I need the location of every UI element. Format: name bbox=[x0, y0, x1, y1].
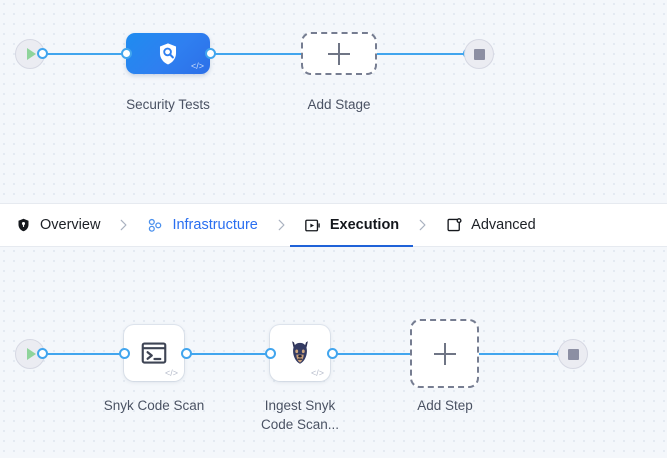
tab-infrastructure-label: Infrastructure bbox=[172, 217, 258, 233]
stage-output-port[interactable] bbox=[205, 48, 216, 59]
play-box-icon bbox=[304, 216, 322, 234]
shield-search-icon bbox=[159, 42, 177, 65]
plus-icon bbox=[328, 42, 350, 65]
code-badge-icon: </> bbox=[190, 61, 204, 71]
add-step-button[interactable] bbox=[410, 319, 479, 388]
code-badge-icon: </> bbox=[310, 368, 324, 378]
pipeline-end-node[interactable] bbox=[464, 39, 494, 69]
execution-start-output-port[interactable] bbox=[37, 348, 48, 359]
step-label-snyk-code-scan: Snyk Code Scan bbox=[103, 398, 205, 413]
tab-overview-label: Overview bbox=[40, 217, 101, 233]
edge-addstep-to-end bbox=[479, 353, 563, 355]
tab-execution-label: Execution bbox=[329, 217, 400, 233]
tab-infrastructure[interactable]: Infrastructure bbox=[132, 203, 271, 247]
stage-node-security-tests[interactable]: </> bbox=[126, 33, 210, 74]
play-icon bbox=[27, 348, 36, 360]
stop-icon bbox=[567, 348, 579, 360]
infrastructure-nodes-icon bbox=[146, 216, 164, 234]
tab-advanced-label: Advanced bbox=[471, 217, 536, 233]
stage-label-security-tests: Security Tests bbox=[126, 97, 210, 112]
play-icon bbox=[27, 48, 36, 60]
chevron-right-icon-3 bbox=[413, 216, 431, 234]
chevron-right-icon-1 bbox=[114, 216, 132, 234]
tab-overview[interactable]: Overview bbox=[0, 203, 114, 247]
code-badge-icon: </> bbox=[164, 368, 178, 378]
edge-step2-to-addstep bbox=[330, 353, 410, 355]
step-node-ingest-snyk-code-scan[interactable]: </> bbox=[270, 325, 330, 381]
add-step-label: Add Step bbox=[417, 398, 473, 413]
stop-icon bbox=[473, 48, 485, 60]
edge-start-to-step1 bbox=[40, 353, 128, 355]
step2-input-port[interactable] bbox=[265, 348, 276, 359]
stage-input-port[interactable] bbox=[121, 48, 132, 59]
tab-execution[interactable]: Execution bbox=[289, 203, 414, 248]
step-node-snyk-code-scan[interactable]: </> bbox=[124, 325, 184, 381]
plus-icon bbox=[433, 342, 456, 365]
shield-icon bbox=[14, 216, 32, 234]
step1-output-port[interactable] bbox=[181, 348, 192, 359]
stage-canvas[interactable]: </> Security Tests Add Stage bbox=[0, 0, 667, 203]
chevron-right-icon-2 bbox=[272, 216, 290, 234]
edge-addstage-to-end bbox=[373, 53, 468, 55]
start-output-port[interactable] bbox=[37, 48, 48, 59]
step-label-ingest-snyk-code-scan: Ingest Snyk Code Scan... bbox=[260, 398, 340, 432]
edge-stage-to-addstage bbox=[208, 53, 305, 55]
card-gear-icon bbox=[445, 216, 463, 234]
edge-step1-to-step2 bbox=[184, 353, 274, 355]
terminal-icon bbox=[141, 342, 167, 364]
step-canvas[interactable]: </> Snyk Code Scan </> Ingest Snyk Code … bbox=[0, 247, 667, 458]
step1-input-port[interactable] bbox=[119, 348, 130, 359]
step2-output-port[interactable] bbox=[327, 348, 338, 359]
snyk-dog-icon bbox=[292, 341, 308, 364]
add-stage-button[interactable] bbox=[301, 32, 377, 75]
tab-advanced[interactable]: Advanced bbox=[431, 203, 550, 247]
pipeline-tabs[interactable]: Overview Infrastructure bbox=[0, 203, 667, 248]
execution-end-node[interactable] bbox=[558, 339, 588, 369]
add-stage-label: Add Stage bbox=[307, 97, 371, 112]
edge-start-to-stage bbox=[40, 53, 130, 55]
